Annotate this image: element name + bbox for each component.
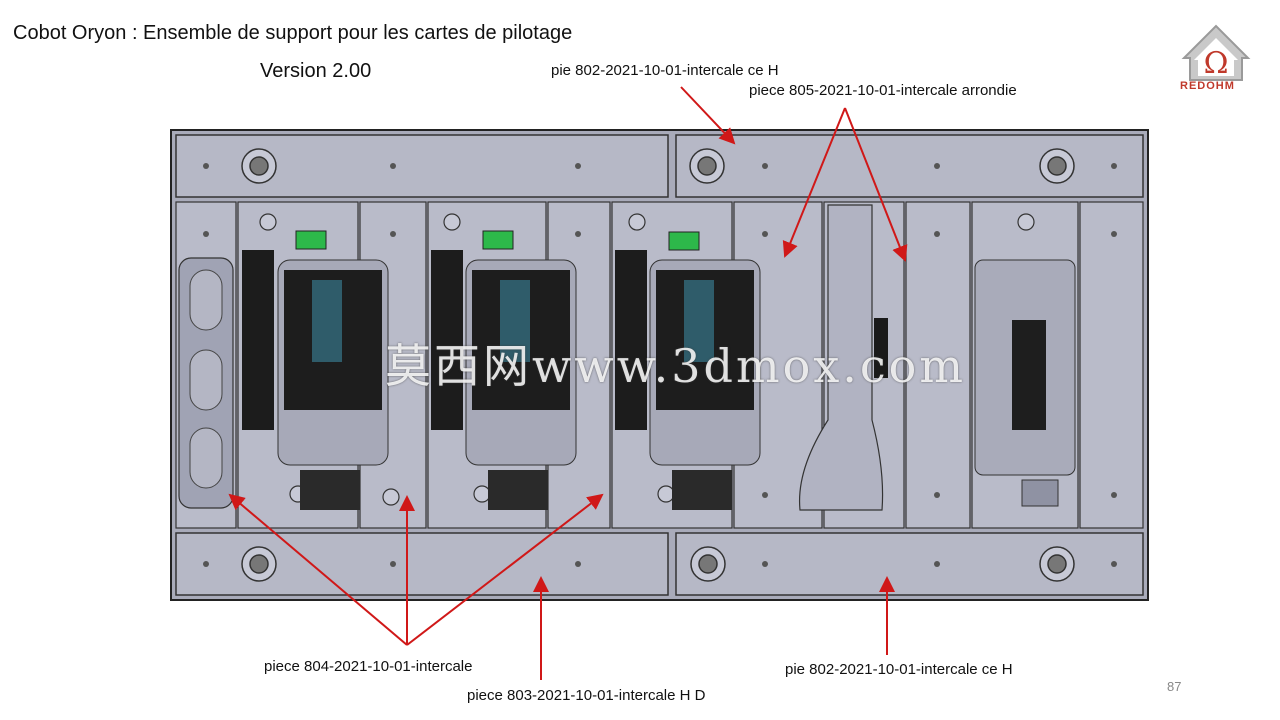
controller-unit-2 xyxy=(431,230,577,510)
label-top-left-part: pie 802-2021-10-01-intercale ce H xyxy=(551,62,779,79)
version-label: Version 2.00 xyxy=(260,60,372,82)
label-top-right-part: piece 805-2021-10-01-intercale arrondie xyxy=(749,82,1017,99)
top-right-bar xyxy=(675,134,1144,198)
label-bottom-left-part: piece 804-2021-10-01-intercale xyxy=(264,658,473,675)
logo-wordmark: REDOHM xyxy=(1180,80,1235,92)
bolt-group xyxy=(241,148,1075,582)
controller-unit-3 xyxy=(615,231,761,510)
annotation-arrows xyxy=(228,86,908,680)
redohm-logo-icon: Ω xyxy=(1181,24,1251,81)
page-number: 87 xyxy=(1167,679,1182,694)
watermark-text: 莫西网www.3dmox.com xyxy=(385,339,966,393)
controller-unit-1 xyxy=(242,230,389,510)
label-bottom-right-part: pie 802-2021-10-01-intercale ce H xyxy=(785,661,1013,678)
slide-title: Cobot Oryon : Ensemble de support pour l… xyxy=(13,22,573,44)
svg-text:Ω: Ω xyxy=(1204,46,1229,81)
label-bottom-middle-part: piece 803-2021-10-01-intercale H D xyxy=(467,687,706,704)
